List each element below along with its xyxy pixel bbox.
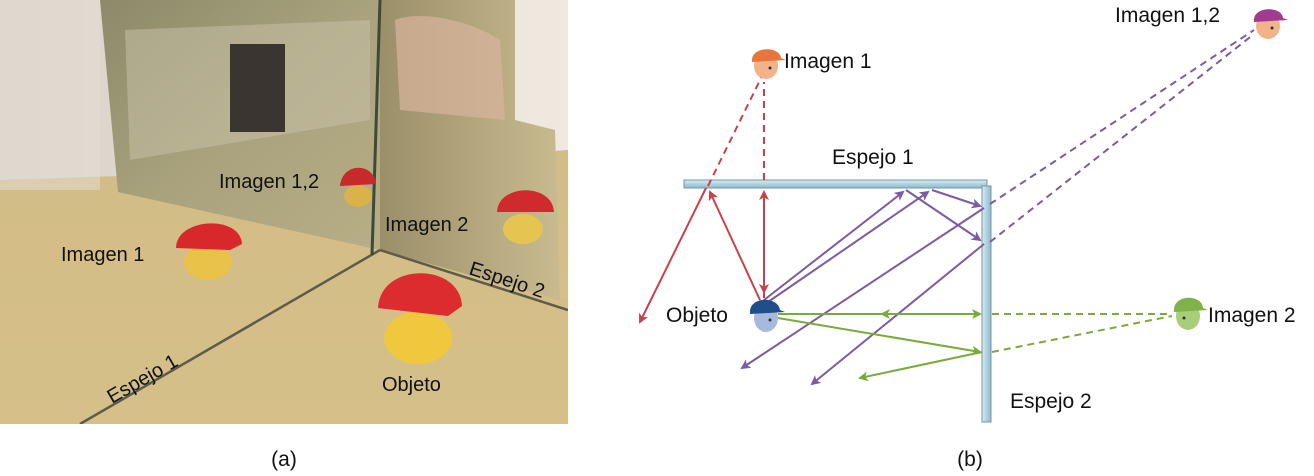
- purple-ray-2-mid: [931, 189, 982, 209]
- mirror-1-edge-line: [79, 248, 381, 424]
- label-image-2: Imagen 2: [1208, 304, 1296, 327]
- label-image-1: Imagen 1: [784, 50, 872, 73]
- green-virtual-ray-2: [991, 315, 1173, 353]
- reflected-object: [230, 44, 285, 132]
- figurine-image-1: [176, 223, 242, 280]
- photo-panel: Imagen 1,2 Imagen 2 Imagen 1 Espejo 2 Es…: [0, 0, 568, 424]
- head-image-12-icon: [1254, 9, 1288, 39]
- photo-label-image-2: Imagen 2: [385, 214, 468, 236]
- figurine-image-2: [497, 190, 554, 244]
- photo-label-image-1: Imagen 1: [61, 244, 144, 266]
- figurine-image-12: [340, 167, 376, 207]
- mirror-2-edge-line: [379, 248, 568, 312]
- red-ray-reflected: [639, 187, 707, 324]
- photo-label-object: Objeto: [382, 374, 441, 396]
- caption-b: (b): [957, 448, 983, 471]
- hand-reflection: [395, 16, 505, 121]
- purple-ray-2-out: [740, 207, 985, 370]
- ray-diagram: Imagen 1 Imagen 1,2 Espejo 1 Objeto Imag…: [639, 4, 1296, 423]
- green-ray-incident: [777, 317, 982, 356]
- mirror-joint: [370, 0, 382, 256]
- head-image-1-icon: [752, 49, 786, 79]
- label-image-12: Imagen 1,2: [1115, 4, 1220, 27]
- label-mirror-1: Espejo 1: [832, 146, 914, 169]
- figurine-object: [378, 273, 462, 364]
- purple-ray-1-mid: [905, 189, 982, 242]
- purple-virtual-ray-1: [989, 29, 1255, 205]
- purple-ray-1-in: [763, 190, 905, 301]
- caption-a: (a): [271, 448, 297, 471]
- red-ray-incident: [708, 190, 761, 301]
- label-object: Objeto: [666, 304, 728, 327]
- purple-virtual-ray-2: [989, 33, 1255, 243]
- mirror-1-bar: [683, 179, 988, 189]
- photo-label-image-12: Imagen 1,2: [219, 171, 319, 193]
- head-object-icon: [750, 299, 785, 332]
- mirror-2-bar: [981, 185, 992, 423]
- head-image-2-icon: [1174, 297, 1208, 330]
- purple-ray-2-in: [767, 190, 930, 303]
- red-virtual-ray-1: [707, 71, 765, 187]
- green-ray-reflected: [858, 351, 983, 382]
- wall-left: [0, 0, 100, 190]
- label-mirror-2: Espejo 2: [1010, 390, 1092, 413]
